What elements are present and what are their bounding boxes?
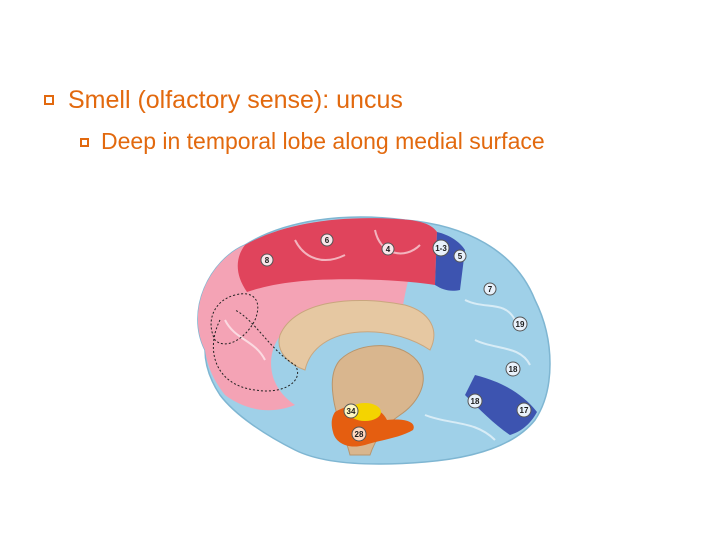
label-28: 28 bbox=[355, 430, 364, 439]
square-bullet-icon bbox=[80, 138, 89, 147]
brain-medial-diagram: 6 4 8 1-3 5 7 19 18 18 17 34 28 bbox=[197, 216, 551, 465]
sub-bullet-location: Deep in temporal lobe along medial surfa… bbox=[80, 128, 545, 155]
label-1-3: 1-3 bbox=[435, 244, 447, 253]
region-number-labels: 6 4 8 1-3 5 7 19 18 18 17 34 28 bbox=[260, 233, 532, 442]
label-18-lower: 18 bbox=[471, 397, 480, 406]
label-17: 17 bbox=[520, 406, 529, 415]
sub-bullet-location-text: Deep in temporal lobe along medial surfa… bbox=[101, 128, 545, 154]
motor-cortex-region bbox=[237, 218, 437, 292]
bullet-smell: Smell (olfactory sense): uncus bbox=[44, 86, 403, 115]
bullet-smell-text: Smell (olfactory sense): uncus bbox=[68, 86, 403, 114]
label-19: 19 bbox=[516, 320, 525, 329]
corpus-callosum bbox=[278, 299, 435, 371]
label-7: 7 bbox=[488, 285, 493, 294]
label-4: 4 bbox=[386, 245, 391, 254]
label-18-upper: 18 bbox=[509, 365, 518, 374]
label-8: 8 bbox=[265, 256, 270, 265]
gyri-lines bbox=[224, 229, 531, 441]
label-34: 34 bbox=[347, 407, 356, 416]
label-5: 5 bbox=[458, 252, 463, 261]
visual-cortex-region bbox=[435, 232, 537, 435]
label-6: 6 bbox=[325, 236, 330, 245]
language-area-outlines bbox=[210, 293, 298, 392]
square-bullet-icon bbox=[44, 95, 54, 105]
